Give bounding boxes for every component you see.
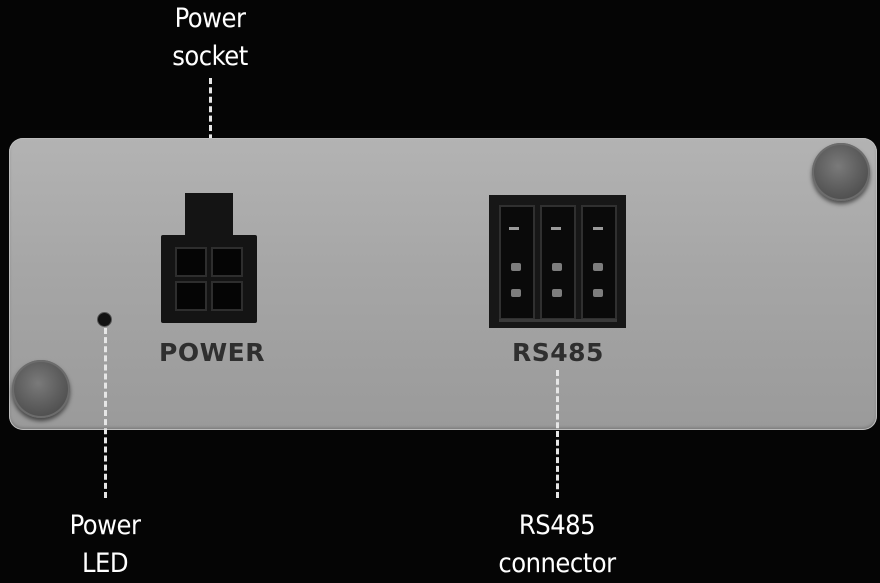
rs485-connector[interactable]: [489, 195, 626, 328]
leader-line-rs485-connector: [556, 370, 559, 498]
power-led: [98, 313, 111, 326]
device-front-panel: POWER RS485: [9, 138, 877, 430]
leader-line-power-led: [104, 328, 107, 498]
callout-rs485-connector-line2: connector: [498, 548, 616, 579]
callout-power-socket-line1: Power: [174, 3, 246, 34]
callout-power-socket: Power socket: [160, 0, 260, 76]
callout-power-socket-line2: socket: [172, 41, 248, 72]
power-port-label: POWER: [159, 338, 265, 367]
callout-rs485-connector: RS485 connector: [487, 507, 627, 583]
screw-bottom-left: [12, 360, 70, 418]
callout-rs485-connector-line1: RS485: [518, 510, 596, 541]
leader-line-power-socket: [209, 78, 212, 178]
rs485-port-label: RS485: [512, 338, 604, 367]
callout-power-led: Power LED: [55, 507, 155, 583]
screw-top-right: [812, 143, 870, 201]
callout-power-led-line2: LED: [81, 548, 129, 579]
power-socket[interactable]: [161, 193, 257, 323]
callout-power-led-line1: Power: [69, 510, 141, 541]
